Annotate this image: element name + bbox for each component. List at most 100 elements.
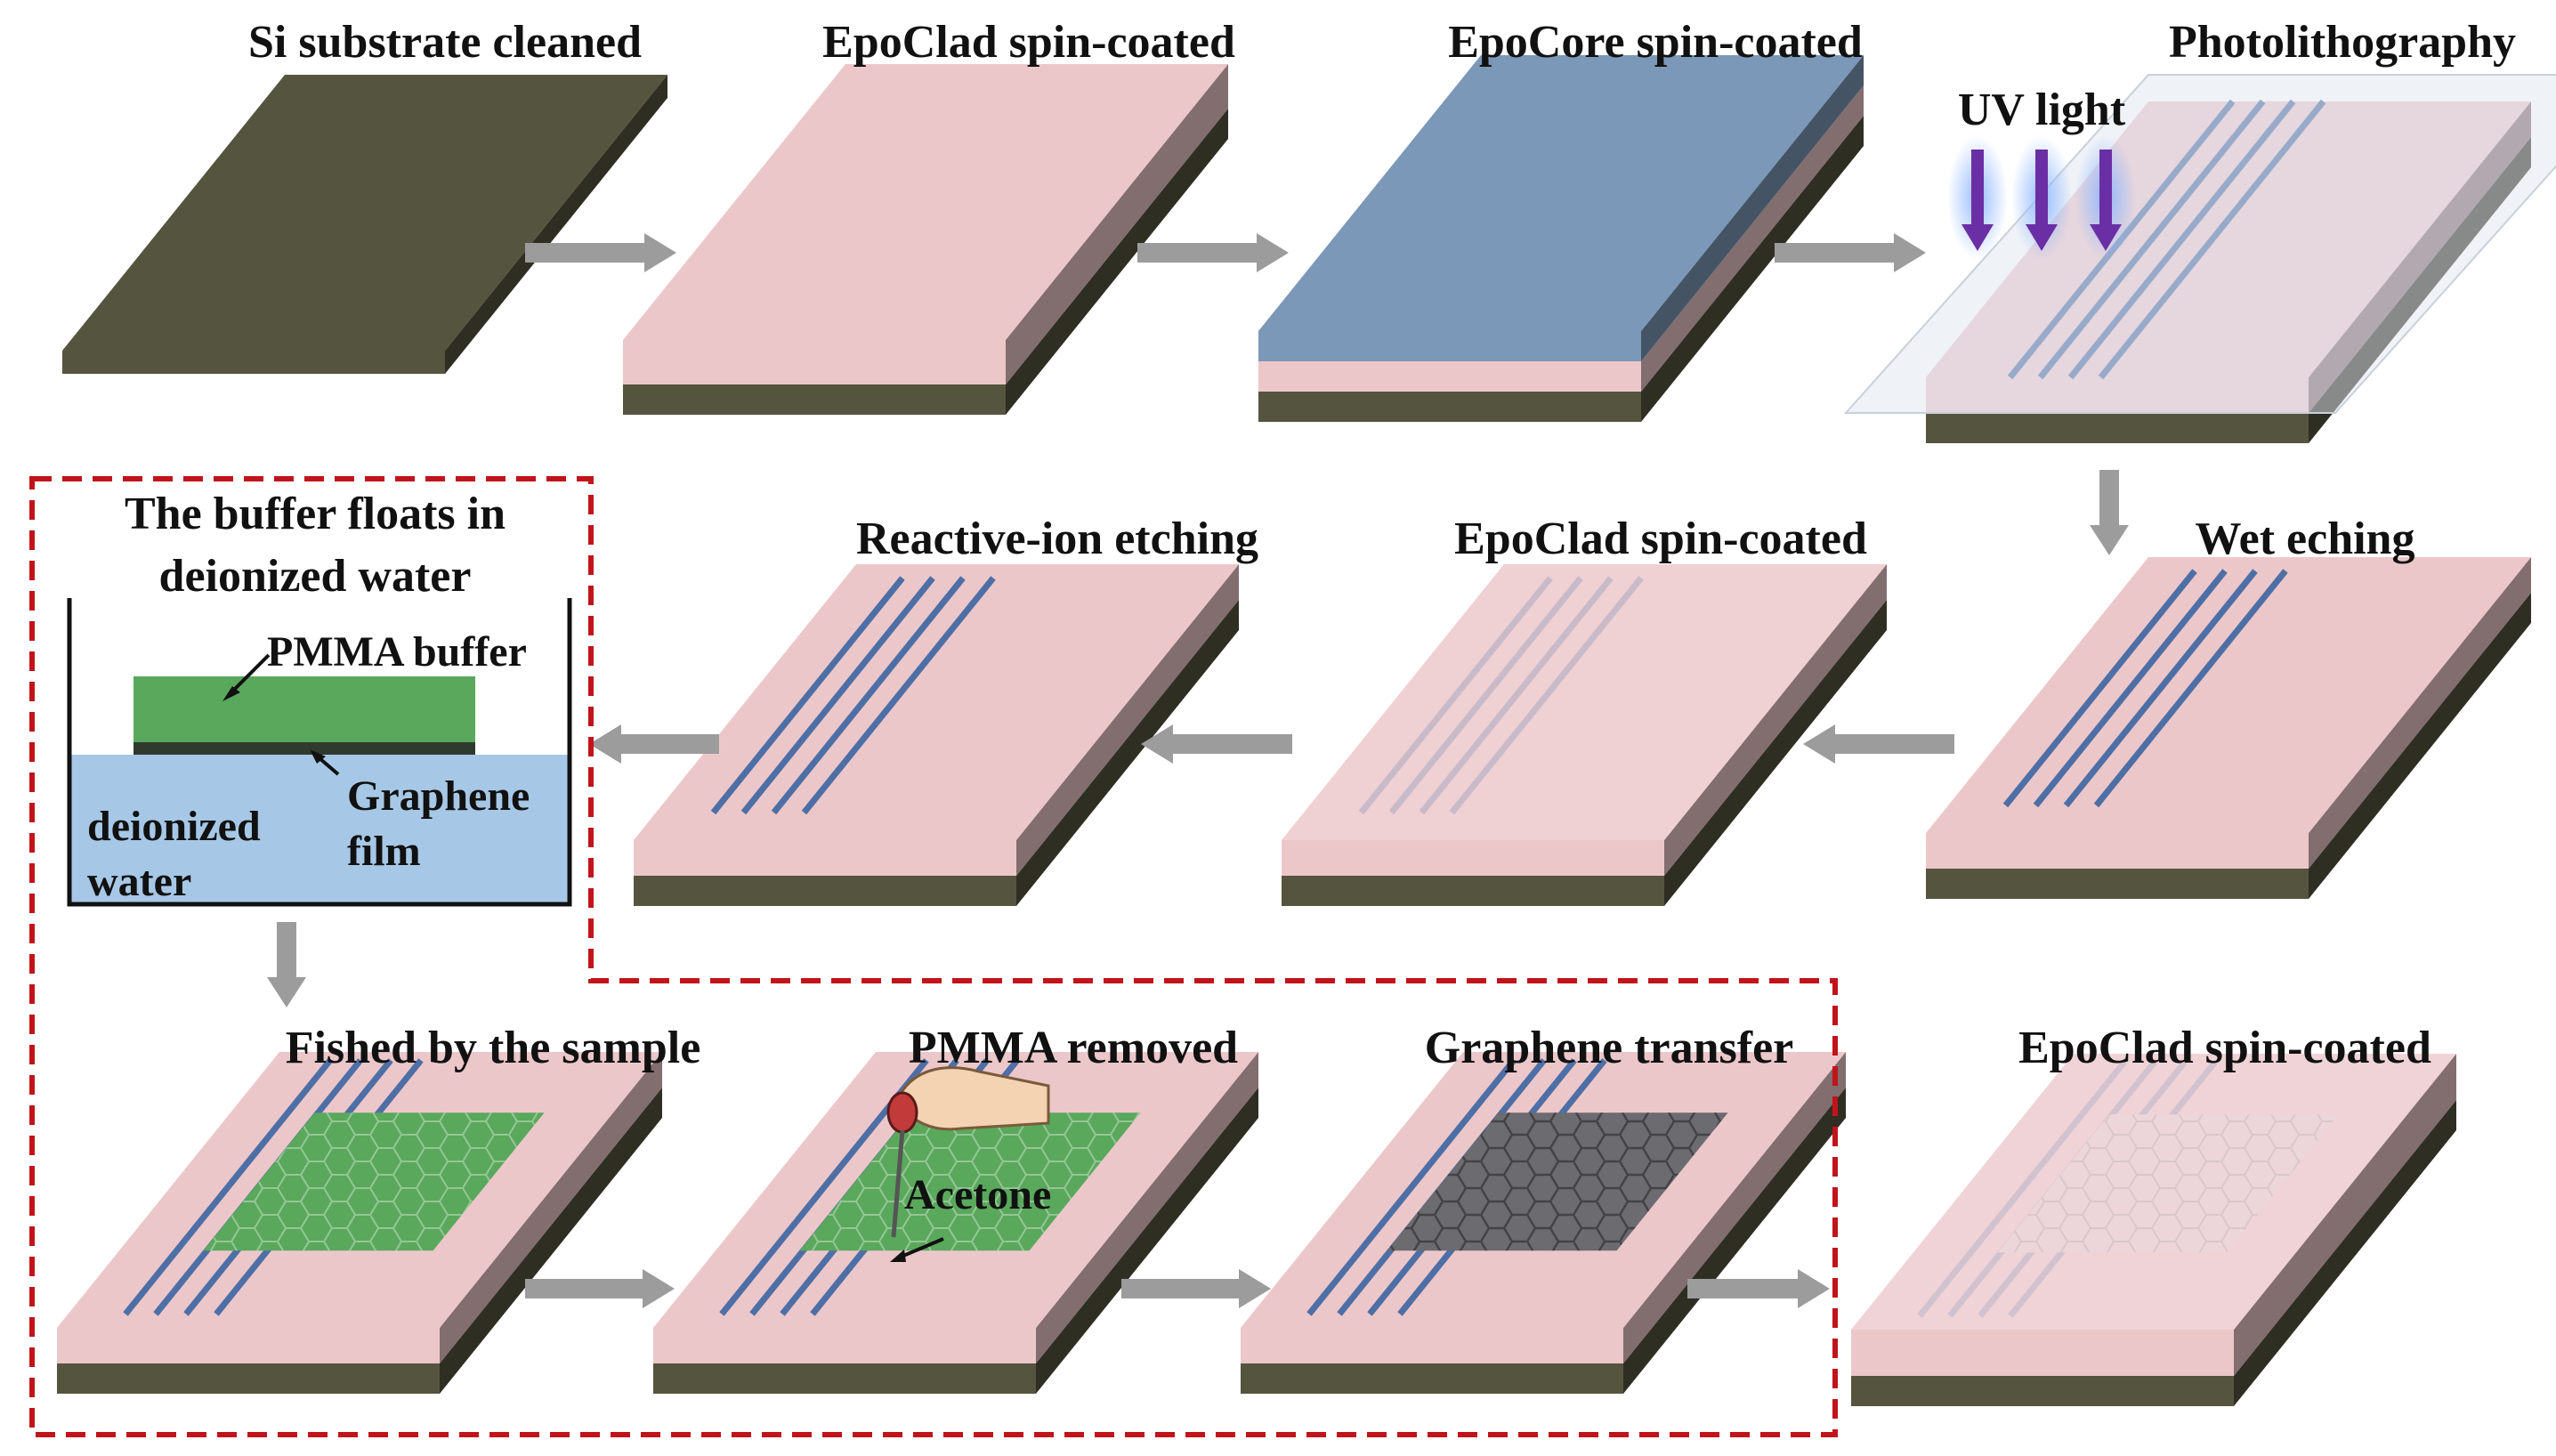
- arrow-4-to-5: [2090, 470, 2129, 555]
- uv-light-label: UV light: [1958, 85, 2126, 135]
- arrow-6-to-7: [1141, 724, 1292, 764]
- step-title-1: Si substrate cleaned: [248, 17, 642, 68]
- graphene-film: [133, 742, 475, 755]
- waveguide-stripe: [801, 576, 996, 815]
- deionized-water: [69, 755, 570, 904]
- slab-epoclad-2: [1282, 564, 1887, 906]
- slab-epocore-layer-2-side: [1641, 55, 1864, 361]
- slab-epocore: [1258, 55, 1864, 422]
- slab-wet-etching-layer-0-side: [2309, 593, 2531, 899]
- step-title-5: Wet eching: [2196, 514, 2415, 564]
- waveguide-stripe: [1388, 576, 1583, 815]
- step-title-12: EpoClad spin-coated: [2018, 1023, 2431, 1073]
- slab-wet-etching-layer-1-side: [2309, 557, 2531, 869]
- waveguide-stripe: [2093, 569, 2288, 808]
- graphene-lattice: [799, 1112, 1141, 1251]
- arrow-11-to-12: [1687, 1269, 1830, 1308]
- waveguide-stripe: [123, 1058, 333, 1316]
- slab-epocore-layer-1-front: [1258, 361, 1641, 392]
- slab-si-substrate-top-surface: [62, 75, 667, 351]
- step-title-4: Photolithography: [2169, 17, 2516, 68]
- slab-rie-layer-1-side: [1016, 564, 1239, 876]
- slab-epocore-layer-1-side: [1641, 85, 1864, 392]
- slab-fished-layer-0-side: [440, 1088, 662, 1394]
- arrow-9-to-10: [525, 1269, 675, 1308]
- waveguide-stripe: [1419, 576, 1614, 815]
- arrow-3-to-4: [1775, 233, 1926, 272]
- slab-epoclad-final-layer-0-side: [2234, 1100, 2456, 1406]
- step-title-6: EpoClad spin-coated: [1454, 514, 1867, 564]
- slab-graphene-transfer-layer-0-side: [1623, 1088, 1846, 1394]
- clad-overlay: [1851, 1054, 2456, 1330]
- photomask: [1843, 74, 2556, 414]
- slab-epoclad-layer-1-front: [623, 340, 1006, 384]
- slab-pmma-removed-layer-0-front: [653, 1363, 1036, 1394]
- waveguide-stripe: [2033, 569, 2228, 808]
- slab-epoclad-layer-1-side: [1006, 64, 1228, 384]
- acetone-dropper: [886, 1066, 1050, 1262]
- slab-photolithography: [1843, 74, 2556, 443]
- slab-epocore-layer-0-side: [1641, 116, 1864, 422]
- slab-wet-etching-layer-0-front: [1926, 869, 2309, 899]
- step-title-3: EpoCore spin-coated: [1448, 17, 1863, 68]
- slab-pmma-removed-layer-1-side: [1036, 1052, 1258, 1363]
- waveguide-stripe: [2063, 569, 2258, 808]
- uv-light-arrows: [1947, 135, 2136, 260]
- waveguide-stripe: [710, 576, 905, 815]
- slab-epoclad-2-layer-1-front: [1282, 840, 1664, 876]
- waveguide-stripe: [1449, 576, 1644, 815]
- slab-graphene-transfer: [1241, 1052, 1846, 1394]
- slab-rie: [634, 564, 1239, 906]
- slab-rie-layer-0-front: [634, 876, 1016, 906]
- waveguide-stripe: [740, 576, 935, 815]
- slab-fished: [57, 1052, 662, 1394]
- waveguide-stripe: [1358, 576, 1553, 815]
- arrow-8-to-9: [267, 922, 306, 1007]
- slab-pmma-removed: [653, 1052, 1258, 1394]
- slab-wet-etching: [1926, 557, 2531, 899]
- slab-rie-top-surface: [634, 564, 1239, 840]
- slab-photolithography-layer-0-front: [1926, 413, 2309, 443]
- slab-si-substrate: [62, 75, 667, 374]
- acetone-label: Acetone: [904, 1171, 1051, 1218]
- step-title-9: Fished by the sample: [286, 1023, 701, 1073]
- step-title-10: PMMA removed: [909, 1023, 1238, 1073]
- arrow-10-to-11: [1121, 1269, 1271, 1308]
- graphene-lattice: [203, 1112, 545, 1251]
- slab-graphene-transfer-layer-1-side: [1623, 1052, 1846, 1363]
- slab-epoclad-2-layer-0-side: [1664, 600, 1887, 906]
- slab-graphene-transfer-layer-1-front: [1241, 1328, 1623, 1363]
- arrow-5-to-6: [1803, 724, 1954, 764]
- arrow-2-to-3: [1137, 233, 1289, 272]
- step-title-11: Graphene transfer: [1425, 1023, 1793, 1073]
- graphene-label-1: Graphene: [347, 772, 530, 820]
- slab-wet-etching-top-surface: [1926, 557, 2531, 833]
- slab-pmma-removed-layer-0-side: [1036, 1088, 1258, 1394]
- slab-epoclad-final-layer-1-front: [1851, 1330, 2234, 1376]
- slab-epoclad-2-layer-0-front: [1282, 876, 1664, 906]
- waveguide-stripe: [771, 576, 966, 815]
- slab-rie-layer-1-front: [634, 840, 1016, 876]
- arrow-7-to-8: [589, 724, 719, 764]
- slab-rie-layer-0-side: [1016, 600, 1239, 906]
- beaker-walls: [67, 598, 572, 907]
- slab-graphene-transfer-layer-0-front: [1241, 1363, 1623, 1394]
- waveguide-stripe: [2002, 569, 2197, 808]
- slab-epoclad-top-surface: [623, 64, 1228, 340]
- slab-epocore-layer-0-front: [1258, 392, 1641, 422]
- slab-pmma-removed-layer-1-front: [653, 1328, 1036, 1363]
- graphene-lattice: [1387, 1112, 1728, 1251]
- slab-epoclad-final-layer-0-front: [1851, 1376, 2234, 1406]
- water-label-2: water: [87, 858, 191, 905]
- beaker: [67, 598, 572, 907]
- labels: Si substrate cleaned EpoClad spin-coated…: [87, 17, 2516, 1218]
- waveguide-stripe: [1917, 1060, 2127, 1318]
- slab-si-substrate-layer-0-front: [62, 351, 445, 374]
- slab-fished-layer-0-front: [57, 1363, 440, 1394]
- slab-epoclad-2-top-surface: [1282, 564, 1887, 840]
- dashed-boundary: [29, 476, 1838, 1437]
- slab-epoclad: [623, 64, 1228, 415]
- clad-overlay: [1282, 564, 1887, 840]
- slab-fished-layer-1-front: [57, 1328, 440, 1363]
